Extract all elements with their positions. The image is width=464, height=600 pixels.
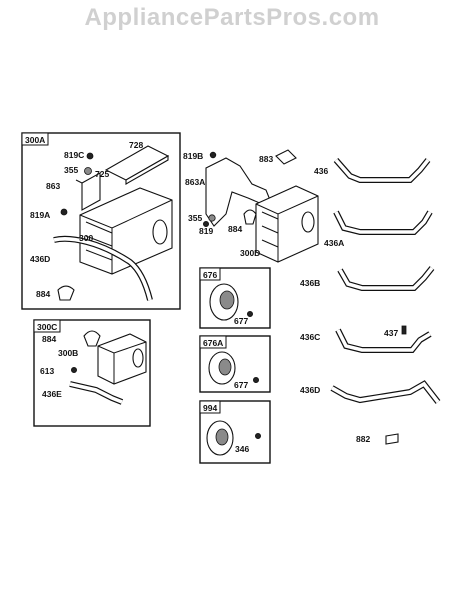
screw-437 — [401, 325, 407, 335]
pipe-436D-b — [331, 381, 440, 404]
label-436E: 436E — [42, 389, 62, 399]
pipe-436A — [334, 211, 432, 234]
cover-883 — [275, 149, 297, 165]
group-300C-frame — [33, 319, 151, 427]
label-884-b: 884 — [228, 224, 242, 234]
group-300C: 300C 884 300B 613 436E — [33, 319, 151, 427]
label-300D: 300D — [240, 248, 260, 258]
label-863: 863 — [46, 181, 60, 191]
group-676-label: 676 — [203, 270, 217, 280]
group-300A-frame — [21, 132, 181, 310]
group-300D: 819B 883 863A 355 819 884 300D — [183, 149, 319, 263]
label-819C: 819C — [64, 150, 84, 160]
label-883: 883 — [259, 154, 273, 164]
group-676A-frame — [199, 335, 271, 393]
label-436D-a: 436D — [30, 254, 50, 264]
group-300C-label: 300C — [37, 322, 57, 332]
label-436A: 436A — [324, 238, 344, 248]
label-300B: 300B — [58, 348, 78, 358]
pipe-group: 436 436A 436B 436C 437 436D 882 — [300, 158, 441, 445]
label-884-c: 884 — [42, 334, 56, 344]
pipe-436E — [69, 382, 123, 404]
group-300A-label: 300A — [25, 135, 45, 145]
screw-819A — [60, 208, 68, 216]
group-994-label: 994 — [203, 403, 217, 413]
pipe-436 — [334, 158, 430, 182]
pipe-436C — [336, 329, 431, 352]
label-436C: 436C — [300, 332, 320, 342]
clip-882 — [385, 433, 399, 445]
label-436D-b: 436D — [300, 385, 320, 395]
muffler-300-outlet — [152, 219, 168, 245]
label-436: 436 — [314, 166, 328, 176]
pipe-436B — [338, 266, 434, 290]
group-300A: 300A 728 819C 355 725 863 819A 300 436D … — [21, 132, 181, 310]
label-355-a: 355 — [64, 165, 78, 175]
label-884-a: 884 — [36, 289, 50, 299]
label-819A: 819A — [30, 210, 50, 220]
group-300A-tag — [21, 132, 49, 146]
label-677-a: 677 — [234, 316, 248, 326]
label-863A: 863A — [185, 177, 205, 187]
clamp-884 — [57, 285, 75, 301]
group-676-frame — [199, 267, 271, 329]
label-355-b: 355 — [188, 213, 202, 223]
label-725: 725 — [95, 169, 109, 179]
watermark: AppliancePartsPros.com — [84, 4, 380, 31]
label-882: 882 — [356, 434, 370, 444]
label-728: 728 — [129, 140, 143, 150]
screw-819C — [86, 152, 94, 160]
label-436B: 436B — [300, 278, 320, 288]
group-676A: 676A 677 — [199, 335, 271, 393]
label-677-b: 677 — [234, 380, 248, 390]
screw-819 — [202, 220, 209, 227]
label-346: 346 — [235, 444, 249, 454]
bracket-863 — [81, 172, 101, 211]
screw-613 — [71, 366, 78, 373]
label-819B: 819B — [183, 151, 203, 161]
clamp-884-b — [243, 209, 257, 225]
muffler-300 — [79, 187, 173, 275]
label-819: 819 — [199, 226, 213, 236]
pipe-436D — [53, 237, 152, 301]
label-613: 613 — [40, 366, 54, 376]
label-437: 437 — [384, 328, 398, 338]
washer-355 — [84, 167, 92, 175]
label-300: 300 — [79, 233, 93, 243]
clamp-884-c — [83, 330, 101, 347]
heat-shield-edge — [125, 155, 169, 185]
muffler-300D — [255, 185, 319, 263]
group-676: 676 677 — [199, 267, 271, 329]
group-994: 994 346 — [199, 400, 271, 464]
washer-355-b — [208, 214, 216, 222]
group-676A-label: 676A — [203, 338, 223, 348]
group-994-frame — [199, 400, 271, 464]
screw-819B — [209, 151, 217, 159]
